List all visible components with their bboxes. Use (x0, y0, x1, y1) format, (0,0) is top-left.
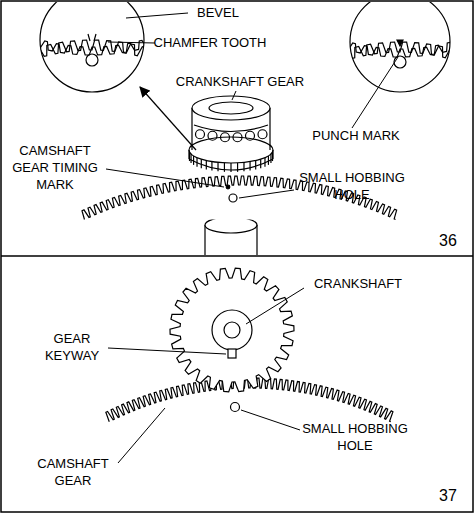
gear-tooth (237, 163, 238, 172)
gear-tooth (260, 159, 261, 168)
hobbing-hole (86, 54, 98, 66)
part-label: CAMSHAFT GEAR (28, 455, 118, 489)
timing-mark (226, 185, 230, 189)
part-label: CRANKSHAFT (298, 275, 418, 292)
gear-tooth (249, 162, 250, 171)
gear-rim (189, 159, 273, 170)
gear-tooth (217, 162, 218, 171)
gear-tooth (255, 161, 256, 170)
hobbing-hole (231, 403, 240, 412)
part-label: GEAR KEYWAY (32, 330, 112, 364)
part-label: CAMSHAFT GEAR TIMING MARK (7, 142, 103, 193)
gear-tooth (268, 156, 269, 165)
punch-mark (397, 40, 403, 46)
figure-36 (33, 2, 458, 255)
camshaft-gear (106, 378, 393, 422)
gear-tooth (193, 156, 194, 165)
figure-number: 36 (428, 232, 468, 249)
gear-tooth (224, 163, 225, 172)
part-label: BEVEL (173, 4, 263, 21)
roller (258, 130, 267, 139)
gear-tooth (243, 162, 244, 171)
figure-number: 37 (428, 487, 468, 504)
gear-tooth (190, 154, 191, 163)
gear-teeth (33, 38, 150, 55)
gear-tooth (230, 163, 231, 172)
crankshaft-gear (170, 268, 294, 392)
part-label: CRANKSHAFT GEAR (165, 73, 315, 90)
leader-lines (108, 288, 304, 463)
hobbing-hole (229, 194, 237, 202)
keyway (228, 349, 236, 358)
gear-tooth (211, 162, 212, 171)
part-label: SMALL HOBBING HOLE (291, 420, 419, 454)
gear-tooth (270, 154, 271, 163)
gear-tooth (201, 159, 202, 168)
part-label: CHAMFER TOOTH (145, 34, 275, 51)
hobbing-hole (394, 56, 406, 68)
panel-divider (1, 255, 473, 257)
crankshaft-gear (189, 137, 273, 163)
roller (196, 130, 205, 139)
hub (212, 310, 252, 350)
detail-arrow (140, 87, 196, 150)
chamfer-tooth (88, 34, 96, 41)
gear-tooth (206, 161, 207, 170)
part-label: SMALL HOBBING HOLE (291, 169, 413, 203)
gear-teeth (341, 40, 458, 57)
part-label: PUNCH MARK (301, 127, 411, 144)
